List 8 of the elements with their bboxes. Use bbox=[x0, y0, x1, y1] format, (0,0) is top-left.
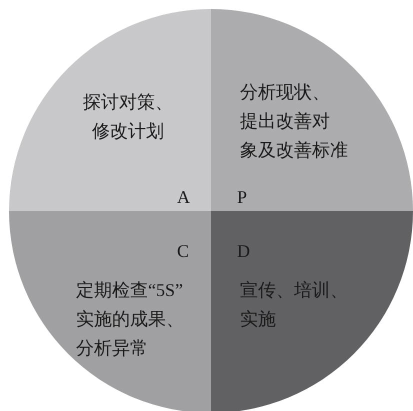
quadrant-text: 探讨对策、修改计划 bbox=[83, 91, 173, 143]
quadrant-letter: A bbox=[177, 186, 190, 209]
quadrant-text: 分析现状、提出改善对象及改善标准 bbox=[240, 81, 348, 162]
quadrant-letter: P bbox=[237, 186, 248, 209]
quadrant-letter: D bbox=[237, 240, 250, 263]
quadrant-letter: C bbox=[177, 240, 190, 263]
quadrant-text: 定期检查“5S”实施的成果、分析异常 bbox=[76, 279, 184, 360]
quadrant-text: 宣传、培训、实施 bbox=[240, 279, 348, 331]
